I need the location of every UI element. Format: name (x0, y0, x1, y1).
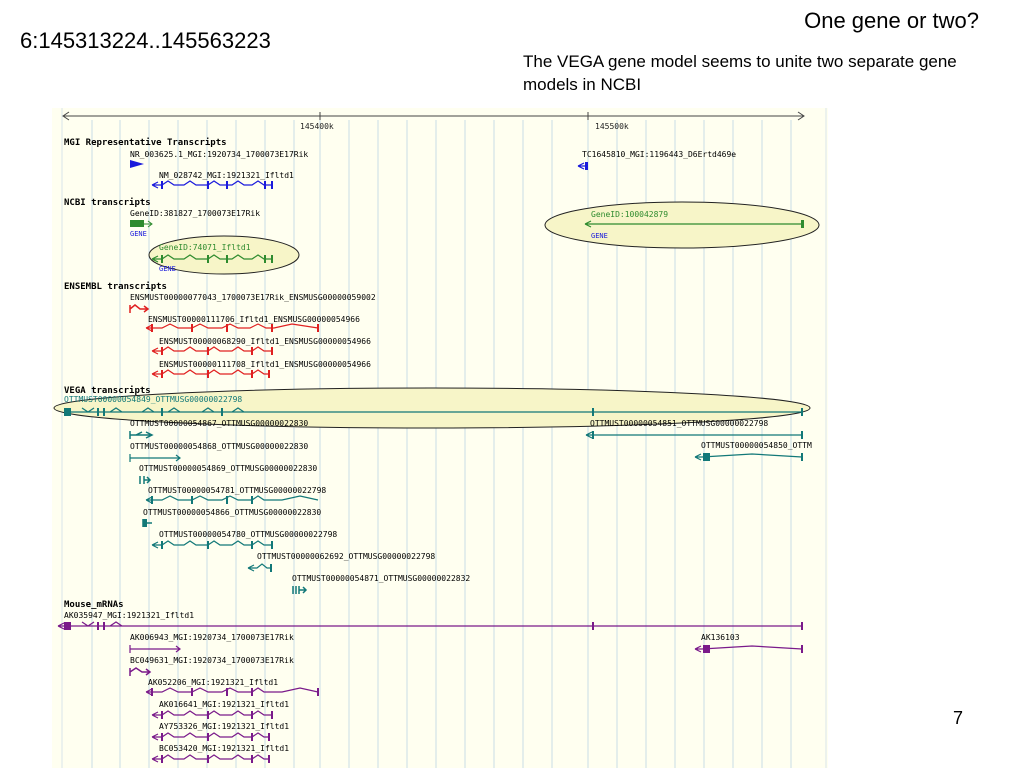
vega-label-4[interactable]: OTTMUST00000054868_OTTMUSG00000022830 (130, 442, 308, 451)
track-header-ncbi: NCBI transcripts (64, 197, 151, 208)
mouse-transcript-1[interactable] (57, 621, 802, 630)
mouse-label-7[interactable]: AY753326_MGI:1921321_Ifltd1 (159, 722, 289, 731)
ncbi-transcript-2[interactable] (151, 254, 272, 263)
mgi-label-2[interactable]: NM_028742_MGI:1921321_Ifltd1 (159, 171, 294, 180)
ncbi-transcript-3[interactable] (584, 220, 804, 228)
mouse-label-1[interactable]: AK035947_MGI:1921321_Ifltd1 (64, 611, 194, 620)
position-ruler: 145400k 145500k (62, 111, 805, 131)
track-header-mgi: MGI Representative Transcripts (64, 137, 227, 148)
mgi-label-1[interactable]: NR_003625.1_MGI:1920734_1700073E17Rik (130, 150, 308, 159)
track-ensembl: ENSEMBL transcripts ENSMUST00000077043_1… (64, 281, 376, 378)
ensembl-label-4[interactable]: ENSMUST00000111708_Ifltd1_ENSMUSG0000005… (159, 360, 371, 369)
mouse-label-2[interactable]: AK006943_MGI:1920734_1700073E17Rik (130, 633, 294, 642)
vega-label-3[interactable]: OTTMUST00000054851_OTTMUSG00000022798 (590, 419, 768, 428)
mgi-transcript-2[interactable] (151, 180, 272, 189)
ncbi-label-1[interactable]: GeneID:381827_1700073E17Rik (130, 209, 260, 218)
mgi-transcript-1[interactable] (130, 160, 144, 168)
vega-label-1[interactable]: OTTMUST00000054849_OTTMUSG00000022798 (64, 395, 242, 404)
mouse-label-4[interactable]: BC049631_MGI:1920734_1700073E17Rik (130, 656, 294, 665)
ncbi-gene-link-1[interactable]: GENE (130, 230, 147, 238)
ensembl-transcript-1[interactable] (129, 304, 150, 313)
ruler-tick-145500k: 145500k (595, 122, 629, 131)
ensembl-transcript-4[interactable] (151, 369, 270, 378)
mouse-label-8[interactable]: BC053420_MGI:1921321_Ifltd1 (159, 744, 289, 753)
mouse-label-6[interactable]: AK016641_MGI:1921321_Ifltd1 (159, 700, 289, 709)
track-header-ensembl: ENSEMBL transcripts (64, 281, 167, 292)
vega-label-7[interactable]: OTTMUST00000054781_OTTMUSG00000022798 (148, 486, 326, 495)
track-mgi: MGI Representative Transcripts NR_003625… (64, 137, 736, 189)
ncbi-gene-1[interactable] (130, 220, 144, 227)
ensembl-label-3[interactable]: ENSMUST00000068290_Ifltd1_ENSMUSG0000005… (159, 337, 371, 346)
vega-transcript-5[interactable] (694, 453, 803, 461)
mgi-label-3[interactable]: TC1645810_MGI:1196443_D6Ertd469e (582, 150, 736, 159)
track-vega: VEGA transcripts OTTMUST00000054849_OTTM… (64, 385, 812, 594)
vega-transcript-11[interactable] (292, 586, 308, 594)
track-header-mouse-mrnas: Mouse_mRNAs (64, 600, 124, 610)
grid-lines (91, 120, 792, 768)
slide-title: One gene or two? (804, 8, 979, 33)
vega-transcript-6[interactable] (139, 476, 152, 484)
mouse-transcript-2[interactable] (129, 645, 181, 653)
mouse-label-5[interactable]: AK052206_MGI:1921321_Ifltd1 (148, 678, 278, 687)
vega-transcript-3[interactable] (585, 431, 802, 439)
vega-transcript-2[interactable] (129, 431, 154, 439)
vega-label-10[interactable]: OTTMUST00000062692_OTTMUSG00000022798 (257, 552, 435, 561)
ncbi-gene-link-2[interactable]: GENE (159, 265, 176, 273)
genome-tracks-svg: 145400k 145500k MGI Representative Trans… (52, 108, 828, 768)
highlight-ncbi-100042879 (544, 201, 820, 249)
highlight-ncbi-ifltd1 (148, 235, 300, 275)
page-number: 7 (953, 708, 964, 728)
vega-label-11[interactable]: OTTMUST00000054871_OTTMUSG00000022832 (292, 574, 470, 583)
mouse-transcript-3[interactable] (694, 645, 803, 653)
ncbi-label-2[interactable]: GeneID:74071_Ifltd1 (159, 243, 251, 252)
mouse-transcript-8[interactable] (151, 754, 270, 763)
vega-transcript-10[interactable] (247, 563, 272, 572)
mouse-transcript-6[interactable] (151, 710, 272, 719)
vega-label-2[interactable]: OTTMUST00000054867_OTTMUSG00000022830 (130, 419, 308, 428)
vega-transcript-1[interactable] (64, 407, 802, 413)
track-header-vega: VEGA transcripts (64, 385, 151, 396)
mouse-label-3[interactable]: AK136103 (701, 633, 740, 642)
vega-label-6[interactable]: OTTMUST00000054869_OTTMUSG00000022830 (139, 464, 317, 473)
track-mouse-mrnas: Mouse_mRNAs AK035947_MGI:1921321_Ifltd1 … (57, 600, 803, 763)
vega-label-5[interactable]: OTTMUST00000054850_OTTM (701, 441, 812, 450)
ruler-tick-145400k: 145400k (300, 122, 334, 131)
ensembl-label-1[interactable]: ENSMUST00000077043_1700073E17Rik_ENSMUSG… (130, 293, 376, 302)
vega-transcript-4[interactable] (129, 454, 181, 462)
vega-label-8[interactable]: OTTMUST00000054866_OTTMUSG00000022830 (143, 508, 321, 517)
vega-label-9[interactable]: OTTMUST00000054780_OTTMUSG00000022798 (159, 530, 337, 539)
vega-transcript-9[interactable] (151, 540, 272, 549)
locus-coordinates: 6:145313224..145563223 (20, 28, 271, 53)
mouse-transcript-4[interactable] (129, 667, 152, 676)
ncbi-gene-link-3[interactable]: GENE (591, 232, 608, 240)
mouse-transcript-7[interactable] (151, 732, 270, 741)
genome-browser-panel: 145400k 145500k MGI Representative Trans… (52, 108, 828, 768)
track-ncbi: NCBI transcripts GeneID:381827_1700073E1… (64, 197, 804, 273)
annotation-note: The VEGA gene model seems to unite two s… (523, 52, 957, 94)
highlight-vega-54849 (53, 387, 811, 429)
ensembl-transcript-3[interactable] (151, 346, 272, 355)
ncbi-label-3[interactable]: GeneID:100042879 (591, 210, 668, 219)
ensembl-label-2[interactable]: ENSMUST00000111706_Ifltd1_ENSMUSG0000005… (148, 315, 360, 324)
